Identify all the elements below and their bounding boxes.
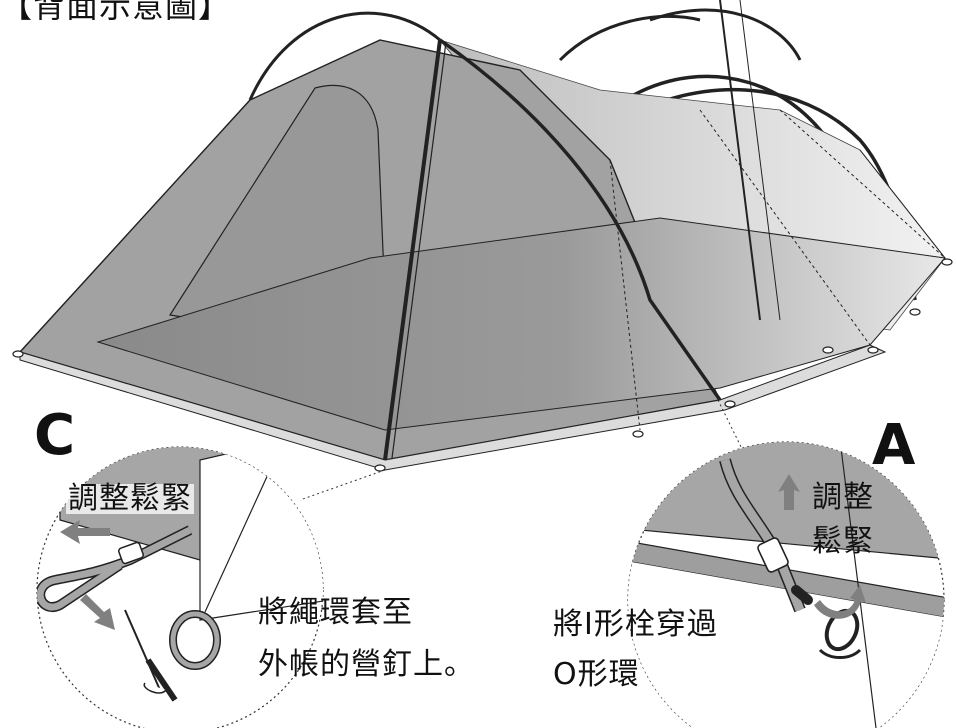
a-buckle: [757, 537, 789, 573]
tent: [12, 0, 953, 472]
buckle: [118, 541, 144, 565]
guy-line-rear: [859, 149, 946, 259]
front-pole: [383, 39, 442, 461]
ground-sheet: [19, 344, 887, 471]
callout-a-letter: A: [872, 413, 916, 478]
arrow-up: [778, 474, 800, 510]
callout-c-adjust-label: 調整鬆緊: [66, 481, 194, 516]
callout-c-instruction-line1: 將繩環套至: [258, 595, 413, 630]
callout-a-adjust-label-line1: 調整: [812, 480, 874, 515]
arrow-pull-down: [80, 594, 115, 630]
stakes: [12, 258, 953, 472]
callout-a-instruction-line1: 將I形栓穿過: [553, 607, 718, 642]
arrow-curve: [814, 585, 866, 619]
callout-c-instruction-line2: 外帳的營釘上。: [258, 647, 475, 682]
pole-arch-rear-1: [248, 11, 441, 101]
callout-a-instruction-line2: O形環: [553, 657, 640, 692]
i-toggle: [791, 585, 813, 605]
guy-line-left: [19, 99, 251, 353]
callout-a-adjust-label-line2: 鬆緊: [812, 524, 874, 559]
side-pole: [438, 38, 722, 402]
page-title: 【背面示意圖】: [0, 0, 232, 25]
callout-c-letter: C: [34, 403, 76, 468]
arrow-pull-left: [60, 520, 110, 544]
stake-peg: [145, 658, 178, 702]
pole-arch-rear-2: [558, 14, 701, 62]
callout-c: [36, 446, 386, 728]
pole-arch-rear-3: [649, 8, 802, 61]
callout-a: [627, 399, 945, 728]
center-pole-line: [719, 0, 761, 321]
